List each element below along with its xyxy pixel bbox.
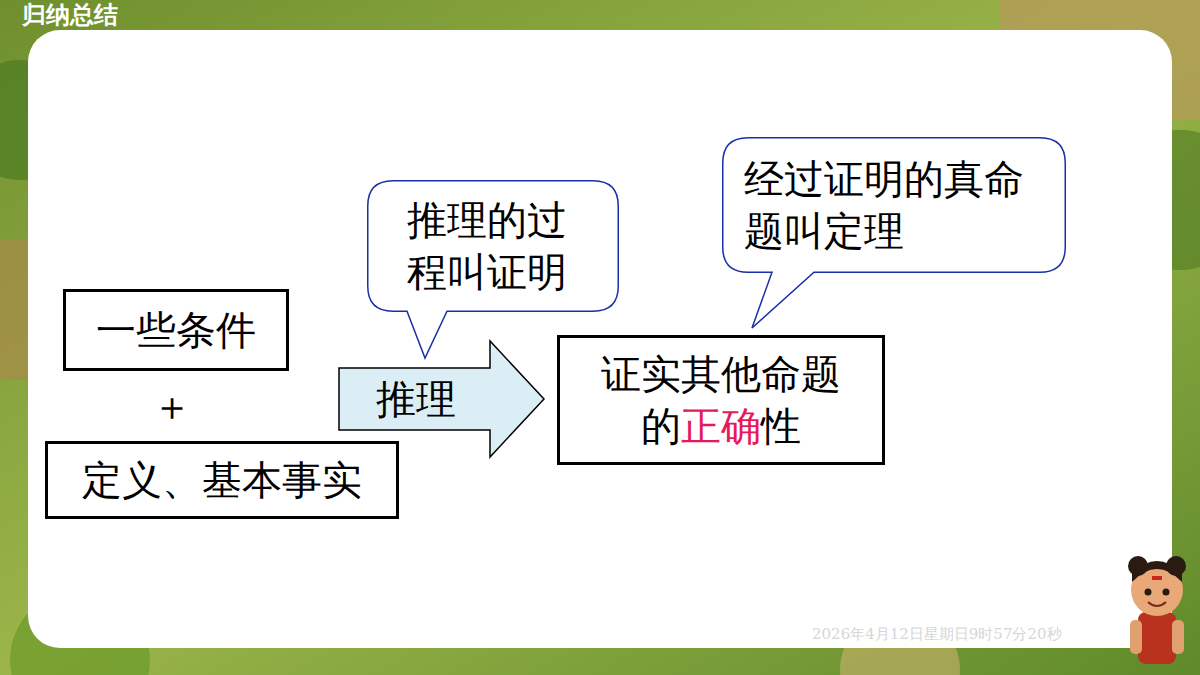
definition-box: 定义、基本事实: [45, 441, 399, 519]
callout-text: 经过证明的真命题叫定理: [744, 153, 1044, 257]
box-text: 一些条件: [96, 304, 256, 356]
timestamp: 2026年4月12日星期日9时57分20秒: [812, 625, 1062, 643]
white-panel: [28, 30, 1172, 648]
box-text: 正确: [681, 403, 761, 449]
wood-plank: [0, 240, 30, 380]
text-wrap: 证实其他命题的正确性: [596, 348, 846, 452]
cartoon-figure: [1128, 556, 1186, 664]
callout-text: 推理的过程叫证明: [407, 194, 579, 298]
reasoning-arrow: 推理: [338, 340, 545, 458]
callout-bubble: 推理的过程叫证明: [367, 180, 619, 312]
condition-box: 一些条件: [63, 289, 289, 371]
title: 归纳总结: [22, 1, 118, 29]
callout-bubble: 经过证明的真命题叫定理: [722, 137, 1066, 273]
arrow-text: 推理: [376, 373, 456, 425]
box-text: 性: [761, 403, 801, 449]
plus-sign: ＋: [152, 382, 192, 430]
bubble-path: [723, 138, 1066, 328]
box-text: 定义、基本事实: [82, 454, 362, 506]
arrow-outline: [339, 341, 544, 457]
bubble-path: [368, 181, 619, 358]
result-box: 证实其他命题的正确性: [557, 335, 885, 465]
